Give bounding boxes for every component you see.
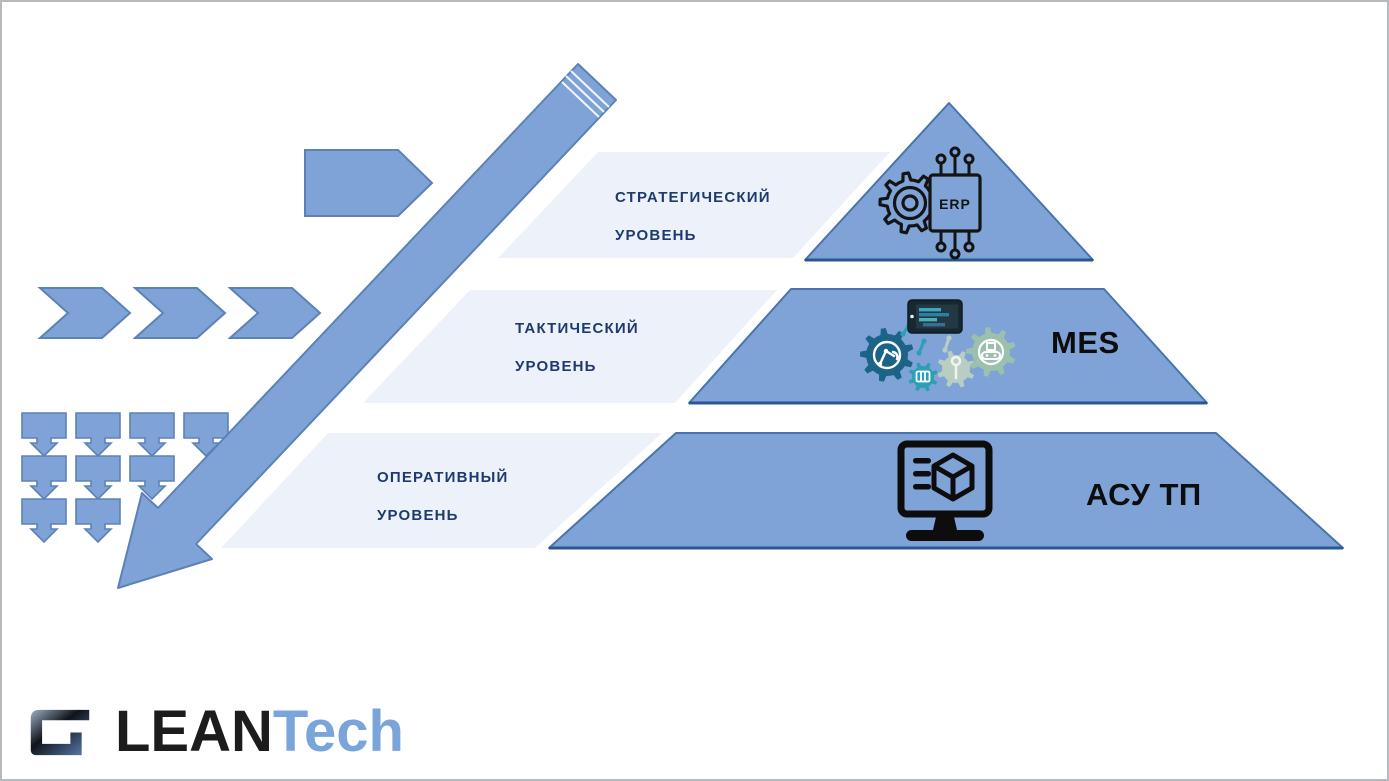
label-tactical-line2: УРОВЕНЬ — [515, 358, 597, 375]
label-strategic-line2: УРОВЕНЬ — [615, 227, 697, 244]
mes-gears-tablet-icon — [860, 299, 1016, 392]
label-operational-line1: ОПЕРАТИВНЫЙ — [377, 469, 509, 486]
leantech-logo-mark — [30, 709, 90, 755]
erp-gear-chip-icon: ERP — [878, 146, 982, 260]
label-operational-line2: УРОВЕНЬ — [377, 507, 459, 524]
logo-text-lean: LEAN — [115, 699, 273, 764]
band-operational — [221, 433, 662, 548]
pyramid-base-lines — [549, 258, 1343, 550]
pentagon-arrow-icon — [304, 149, 434, 217]
label-strategic-level: СТРАТЕГИЧЕСКИЙ УРОВЕНЬ — [615, 188, 771, 245]
label-mes-system: MES — [1051, 325, 1120, 360]
chevron-arrows-icon — [39, 287, 321, 339]
scada-monitor-cube-icon — [897, 440, 993, 541]
leantech-logo: LEANTech — [27, 700, 404, 764]
erp-chip-label: ERP — [939, 196, 971, 212]
diagonal-flow-arrow-icon — [117, 63, 617, 589]
label-tactical-level: ТАКТИЧЕСКИЙ УРОВЕНЬ — [515, 319, 639, 376]
mes-tablet — [907, 299, 963, 334]
leantech-logo-text: LEANTech — [115, 703, 404, 761]
band-tactical — [363, 290, 777, 403]
band-strategic — [498, 152, 890, 258]
logo-text-tech: Tech — [272, 699, 404, 764]
label-strategic-line1: СТРАТЕГИЧЕСКИЙ — [615, 189, 771, 206]
level-bands — [221, 152, 890, 548]
label-operational-level: ОПЕРАТИВНЫЙ УРОВЕНЬ — [377, 468, 509, 525]
label-asutp-system: АСУ ТП — [1086, 477, 1202, 512]
label-tactical-line1: ТАКТИЧЕСКИЙ — [515, 320, 639, 337]
